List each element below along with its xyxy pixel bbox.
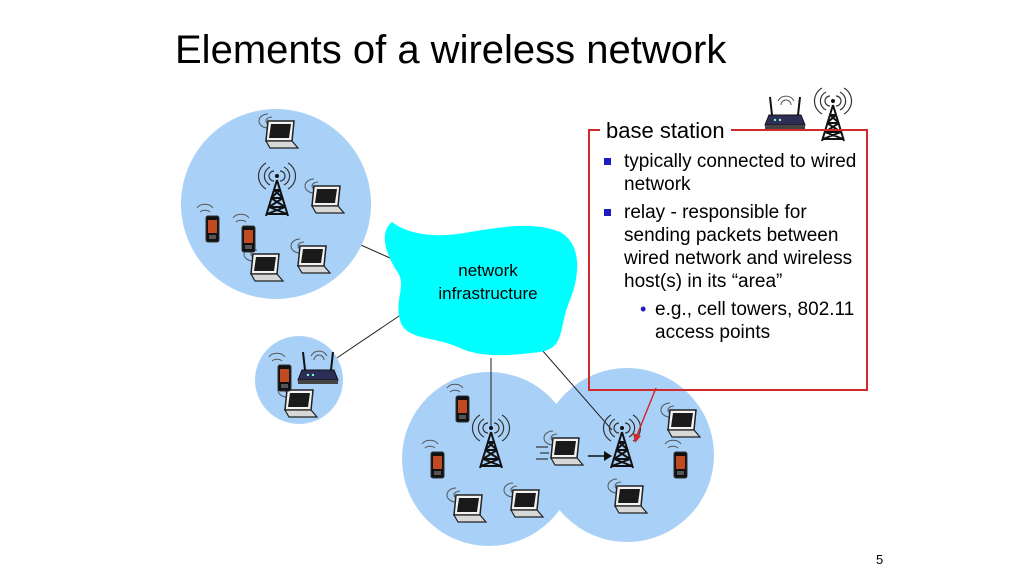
callout-bullet-text: typically connected to wired network	[624, 151, 857, 195]
cloud-label: network infrastructure	[420, 259, 556, 305]
cloud-label-line-2: infrastructure	[438, 284, 538, 303]
bullet-dot-icon: •	[640, 299, 647, 319]
page-number: 5	[876, 552, 884, 567]
bullet-square-icon	[604, 209, 611, 216]
bullet-square-icon	[604, 158, 611, 165]
slide-title: Elements of a wireless network	[175, 28, 727, 72]
callout-bullet: typically connected to wired network	[603, 150, 863, 196]
motion-lines	[536, 446, 549, 460]
callout-bullet: relay - responsible for sending packets …	[603, 201, 863, 293]
callout-bullet-text: relay - responsible for sending packets …	[624, 202, 853, 292]
network-infrastructure-cloud	[384, 222, 578, 356]
movement-arrow-head	[604, 451, 612, 461]
callout-title: base station	[600, 117, 731, 145]
callout-list: typically connected to wired network rel…	[603, 150, 863, 344]
router-icon	[764, 95, 806, 130]
cloud-label-line-1: network	[458, 261, 518, 280]
wired-link-bottom-right	[541, 349, 613, 431]
callout-pointer	[636, 387, 657, 436]
callout-sub-bullet: • e.g., cell towers, 802.11 access point…	[603, 298, 863, 344]
callout-pointer-head	[633, 433, 641, 443]
callout-sub-bullet-text: e.g., cell towers, 802.11 access points	[655, 299, 855, 343]
